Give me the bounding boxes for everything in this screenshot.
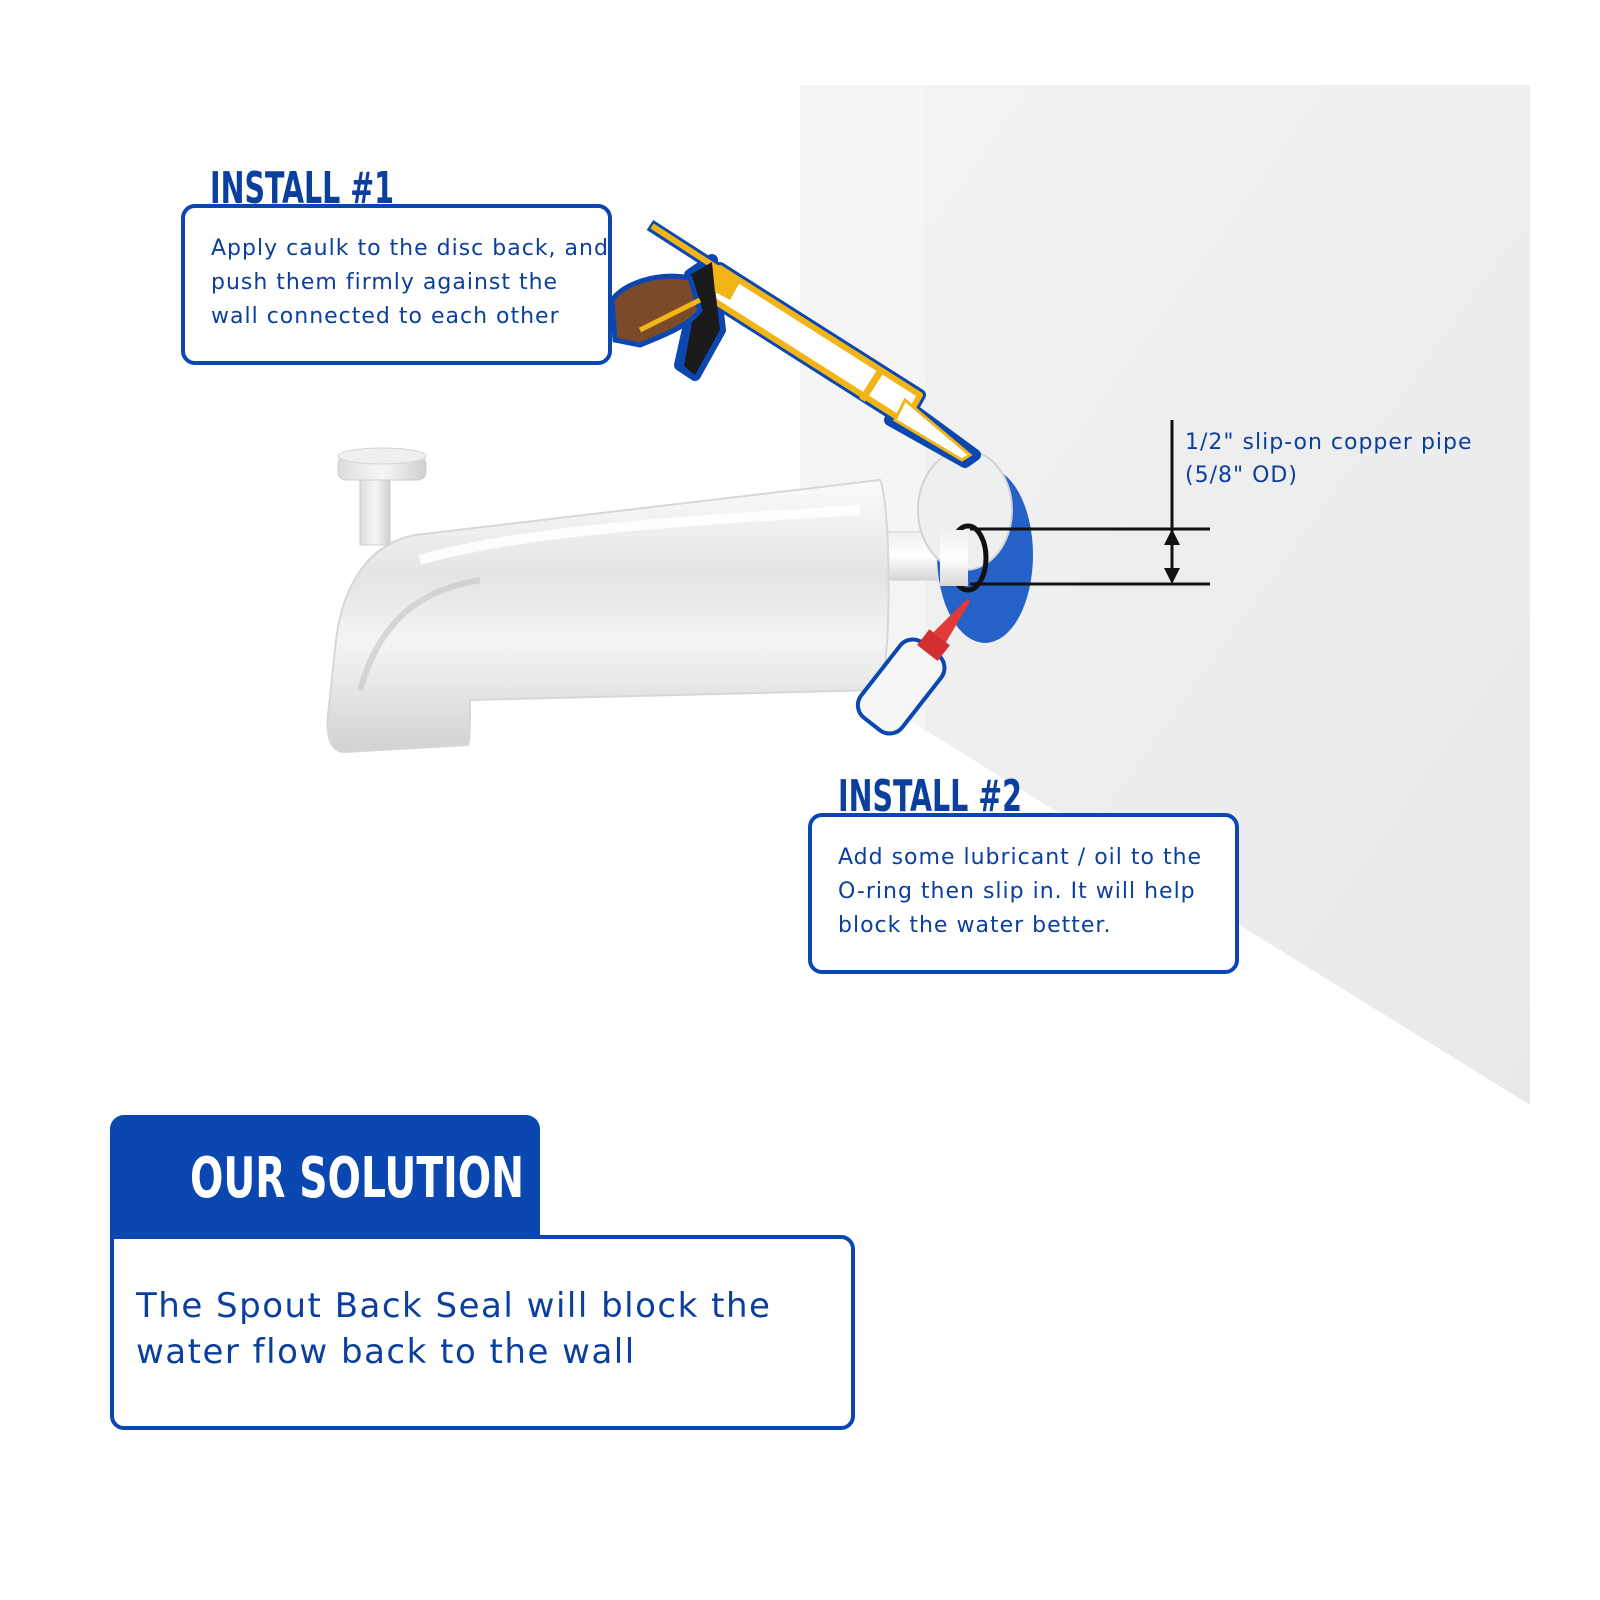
solution-box: The Spout Back Seal will block the water… (110, 1235, 855, 1430)
install-1-text-line-2: push them firmly against the (211, 270, 559, 295)
pipe-dimension-marker (970, 420, 1210, 586)
install-2-heading: INSTALL #2 (838, 771, 1022, 822)
spout-back-seal (917, 449, 1033, 643)
pipe-dimension-line-1: 1/2" slip-on copper pipe (1185, 430, 1473, 455)
caulk-gun-icon (609, 219, 981, 468)
install-2-callout: Add some lubricant / oil to the O-ring t… (808, 813, 1239, 974)
install-1-callout: Apply caulk to the disc back, and push t… (181, 204, 612, 365)
solution-title: OUR SOLUTION (190, 1146, 525, 1211)
install-2-text-line-1: Add some lubricant / oil to the (838, 845, 1203, 870)
pipe-dimension-line-2: (5/8" OD) (1185, 463, 1298, 488)
solution-tab: OUR SOLUTION (110, 1115, 540, 1240)
pipe-dimension-label: 1/2" slip-on copper pipe (5/8" OD) (1185, 426, 1473, 492)
install-1-heading: INSTALL #1 (210, 163, 394, 214)
install-2-text-line-3: block the water better. (838, 913, 1112, 938)
install-2-text-line-2: O-ring then slip in. It will help (838, 879, 1196, 904)
solution-text-line-1: The Spout Back Seal will block the (136, 1286, 772, 1326)
install-1-text-line-3: wall connected to each other (211, 304, 560, 329)
install-1-text-line-1: Apply caulk to the disc back, and (211, 236, 609, 261)
solution-text-line-2: water flow back to the wall (136, 1332, 636, 1372)
lubricant-bottle-icon (855, 599, 971, 736)
